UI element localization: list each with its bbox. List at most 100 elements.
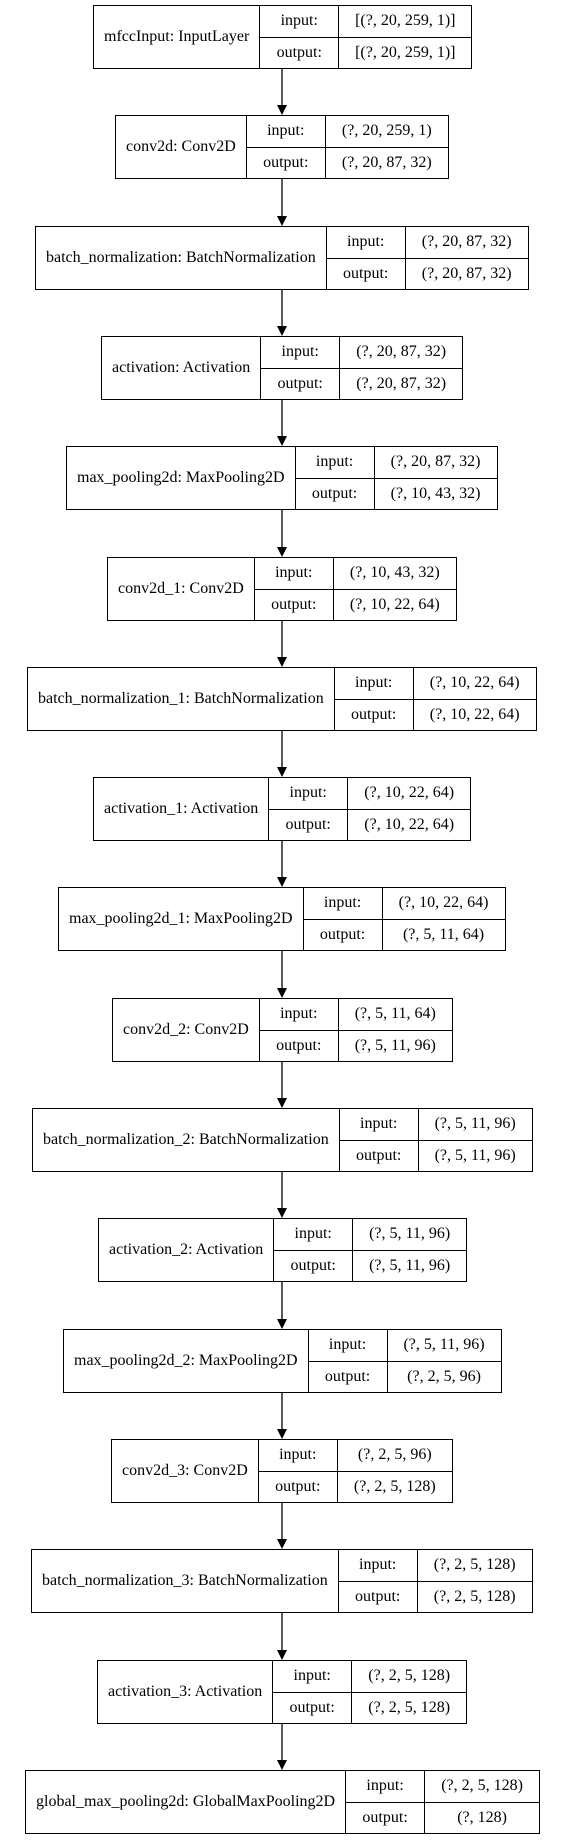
output-label: output:	[247, 147, 326, 178]
output-label: output:	[259, 1471, 338, 1502]
output-row: output:(?, 10, 22, 64)	[269, 808, 471, 840]
input-row: input:(?, 10, 22, 64)	[269, 778, 470, 809]
output-row: output:(?, 20, 87, 32)	[326, 257, 528, 289]
arrowhead	[277, 105, 287, 115]
layer-io-table: input:(?, 10, 43, 32)output:(?, 10, 22, …	[254, 558, 456, 620]
input-label: input:	[260, 999, 339, 1030]
output-shape: (?, 2, 5, 128)	[433, 1587, 516, 1605]
layer-name: conv2d_2: Conv2D	[113, 999, 260, 1061]
layer-name: batch_normalization_2: BatchNormalizatio…	[33, 1109, 340, 1171]
layer-name: conv2d_3: Conv2D	[112, 1440, 259, 1502]
input-label: input:	[269, 778, 349, 809]
output-shape: (?, 5, 11, 96)	[369, 1256, 451, 1274]
layer-node: batch_normalization_3: BatchNormalizatio…	[31, 1549, 533, 1613]
arrowhead	[277, 1539, 287, 1549]
output-row: output:(?, 5, 11, 96)	[259, 1029, 452, 1061]
output-shape: (?, 2, 5, 128)	[353, 1477, 436, 1495]
input-label: input:	[327, 227, 406, 258]
input-row: input:(?, 2, 5, 128)	[273, 1661, 466, 1692]
output-shape: (?, 128)	[457, 1808, 507, 1826]
input-row: input: (?, 20, 87, 32)	[261, 337, 462, 368]
output-label: output:	[309, 1361, 388, 1392]
input-shape: (?, 5, 11, 96)	[434, 1115, 516, 1133]
output-shape: (?, 2, 5, 96)	[407, 1367, 481, 1385]
input-shape: (?, 10, 22, 64)	[429, 674, 520, 692]
output-label: output:	[273, 1692, 353, 1723]
arrowhead	[277, 1760, 287, 1770]
output-shape: [(?, 20, 259, 1)]	[355, 43, 456, 61]
input-shape: (?, 10, 22, 64)	[398, 894, 489, 912]
input-label: input:	[346, 1771, 426, 1802]
layer-name: activation_3: Activation	[98, 1661, 274, 1723]
layer-name: max_pooling2d_1: MaxPooling2D	[59, 888, 304, 950]
input-label: input:	[261, 337, 341, 368]
output-row: output: (?, 10, 43, 32)	[295, 477, 497, 509]
layer-name: batch_normalization_3: BatchNormalizatio…	[32, 1550, 339, 1612]
input-row: input:(?, 2, 5, 96)	[259, 1440, 452, 1471]
input-label: input:	[340, 1109, 419, 1140]
input-shape: (?, 5, 11, 96)	[403, 1336, 485, 1354]
input-row: input:(?, 2, 5, 128)	[339, 1550, 532, 1581]
layer-node: batch_normalization_2: BatchNormalizatio…	[32, 1108, 533, 1172]
layer-io-table: input:(?, 10, 22, 64)output:(?, 10, 22, …	[269, 778, 471, 840]
layer-name: activation: Activation	[102, 337, 262, 399]
output-label: output:	[327, 258, 406, 289]
input-shape: (?, 10, 43, 32)	[349, 564, 440, 582]
input-label: input:	[260, 6, 340, 37]
layer-name: conv2d_1: Conv2D	[108, 558, 255, 620]
output-row: output: (?, 20, 87, 32)	[261, 367, 463, 399]
output-shape: (?, 5, 11, 64)	[402, 925, 485, 943]
arrowhead	[277, 547, 287, 557]
layer-io-table: input:(?, 10, 22, 64)output:(?, 5, 11, 6…	[303, 888, 505, 950]
input-shape: (?, 2, 5, 128)	[368, 1667, 451, 1685]
output-label: output:	[296, 478, 375, 509]
output-row: output: (?, 20, 87, 32)	[246, 146, 448, 178]
arrowhead	[277, 1098, 287, 1108]
output-shape: (?, 10, 43, 32)	[390, 484, 481, 502]
layer-name: mfccInput: InputLayer	[94, 6, 261, 68]
input-label: input:	[259, 1440, 338, 1471]
layer-io-table: input:(?, 10, 22, 64)output:(?, 10, 22, …	[334, 668, 536, 730]
input-shape: (?, 20, 87, 32)	[390, 453, 481, 471]
output-label: output:	[261, 368, 341, 399]
output-row: output:(?, 2, 5, 128)	[273, 1691, 467, 1723]
input-shape: (?, 20, 87, 32)	[356, 343, 447, 361]
input-label: input:	[304, 888, 383, 919]
output-shape: (?, 10, 22, 64)	[349, 595, 440, 613]
input-row: input:(?, 10, 43, 32)	[255, 558, 456, 589]
input-row: input: (?, 20, 87, 32)	[327, 227, 528, 258]
output-label: output:	[335, 699, 414, 730]
layer-name: conv2d: Conv2D	[116, 116, 247, 178]
output-label: output:	[260, 1030, 339, 1061]
output-shape: (?, 20, 87, 32)	[356, 374, 447, 392]
arrowhead	[277, 436, 287, 446]
layer-name: max_pooling2d: MaxPooling2D	[67, 447, 296, 509]
layer-io-table: input:(?, 2, 5, 128)output:(?, 2, 5, 128…	[273, 1661, 467, 1723]
input-label: input:	[309, 1330, 388, 1361]
output-row: output:(?, 2, 5, 128)	[338, 1580, 532, 1612]
output-row: output:(?, 5, 11, 96)	[339, 1139, 532, 1171]
output-shape: (?, 20, 87, 32)	[341, 153, 432, 171]
output-label: output:	[274, 1250, 354, 1281]
output-label: output:	[260, 37, 340, 68]
output-row: output:(?, 10, 22, 64)	[254, 588, 456, 620]
arrowhead	[277, 988, 287, 998]
arrowhead	[277, 216, 287, 226]
layer-name: global_max_pooling2d: GlobalMaxPooling2D	[26, 1771, 347, 1833]
arrowhead	[277, 767, 287, 777]
input-shape: (?, 20, 87, 32)	[421, 233, 512, 251]
input-shape: (?, 2, 5, 128)	[433, 1556, 516, 1574]
layer-io-table: input:(?, 2, 5, 128)output:(?, 128)	[346, 1771, 540, 1833]
layer-name: max_pooling2d_2: MaxPooling2D	[64, 1330, 309, 1392]
layer-io-table: input:(?, 5, 11, 64)output:(?, 5, 11, 96…	[259, 999, 452, 1061]
arrowhead	[277, 1319, 287, 1329]
output-row: output: (?, 2, 5, 96)	[308, 1360, 501, 1392]
